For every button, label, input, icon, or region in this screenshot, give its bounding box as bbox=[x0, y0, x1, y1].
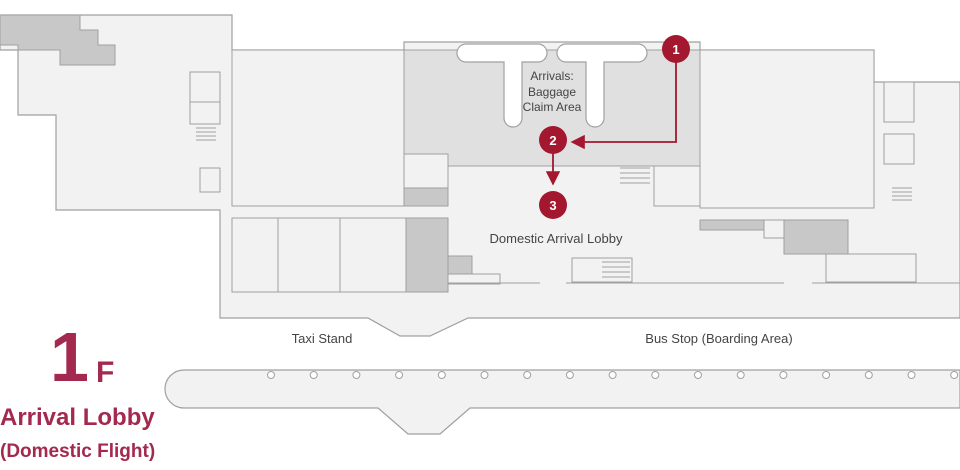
floor-suffix: F bbox=[96, 356, 115, 389]
bus-stop-post bbox=[822, 371, 831, 379]
right-lower-strip bbox=[699, 219, 765, 231]
bus-stop-post bbox=[736, 371, 745, 379]
left-wing-block bbox=[0, 14, 116, 66]
route-marker-3: 3 bbox=[539, 191, 567, 219]
right-lower-room-a bbox=[763, 219, 785, 239]
floor-number: 1 bbox=[50, 318, 89, 396]
bus-stop-post bbox=[907, 371, 916, 379]
svg-text:3: 3 bbox=[549, 198, 556, 213]
left-stairs bbox=[196, 127, 216, 141]
bus-stop-label: Bus Stop (Boarding Area) bbox=[645, 331, 792, 346]
taxi-stand-label: Taxi Stand bbox=[292, 331, 353, 346]
right-room-a bbox=[883, 81, 915, 123]
route-marker-2: 2 bbox=[539, 126, 567, 154]
baggage-claim-label-1: Arrivals: bbox=[530, 69, 573, 83]
shop-room-4 bbox=[405, 217, 449, 293]
arrival-lobby-label: Domestic Arrival Lobby bbox=[490, 231, 623, 246]
shop-room-1 bbox=[231, 217, 279, 293]
shop-room-2 bbox=[277, 217, 341, 293]
bus-stop-post bbox=[694, 371, 702, 379]
bus-stop-post bbox=[267, 371, 275, 379]
lobby-right-room bbox=[653, 165, 701, 207]
lobby-stairs-upper bbox=[620, 167, 650, 184]
bus-stop-post bbox=[480, 371, 489, 379]
bus-stop-post bbox=[395, 371, 404, 379]
baggage-claim-label-2: Baggage bbox=[528, 85, 576, 99]
bus-stop-post bbox=[523, 371, 532, 379]
kiosk bbox=[447, 273, 501, 285]
claim-side-room-shaded bbox=[403, 187, 449, 207]
bus-stop-post bbox=[309, 371, 318, 379]
route-line-1-to-2 bbox=[570, 60, 677, 150]
baggage-carousel-right bbox=[556, 43, 648, 128]
right-room-b bbox=[883, 133, 915, 165]
shop-room-3 bbox=[339, 217, 407, 293]
left-room-c bbox=[199, 167, 221, 193]
bus-stop-post bbox=[864, 371, 873, 379]
baggage-carousel-left bbox=[456, 43, 548, 128]
bus-platform bbox=[164, 369, 960, 435]
lobby-stairs-lower bbox=[602, 261, 630, 278]
floor-title: Arrival Lobby bbox=[0, 404, 155, 431]
route-marker-1: 1 bbox=[662, 35, 690, 63]
baggage-claim-label-3: Claim Area bbox=[523, 100, 582, 114]
floor-subtitle: (Domestic Flight) bbox=[0, 441, 156, 462]
bus-stop-posts bbox=[267, 371, 959, 379]
svg-text:2: 2 bbox=[549, 133, 556, 148]
bus-stop-post bbox=[565, 371, 574, 379]
right-stairs bbox=[892, 187, 912, 201]
left-room-a bbox=[189, 71, 221, 103]
bus-stop-post bbox=[352, 371, 361, 379]
claim-side-room bbox=[403, 153, 449, 189]
bus-stop-post bbox=[950, 371, 959, 379]
bus-stop-post bbox=[437, 371, 446, 379]
right-hall bbox=[699, 49, 875, 209]
right-lower-room-b bbox=[825, 253, 917, 283]
kiosk-shaded bbox=[447, 255, 473, 275]
left-room-b bbox=[189, 101, 221, 125]
right-lower-room-shaded bbox=[783, 219, 849, 255]
bus-stop-post bbox=[779, 371, 788, 379]
svg-text:1: 1 bbox=[672, 42, 679, 57]
left-hall bbox=[231, 49, 405, 207]
bus-stop-post bbox=[651, 371, 660, 379]
bus-stop-post bbox=[608, 371, 617, 379]
baggage-claim-area bbox=[403, 49, 701, 167]
